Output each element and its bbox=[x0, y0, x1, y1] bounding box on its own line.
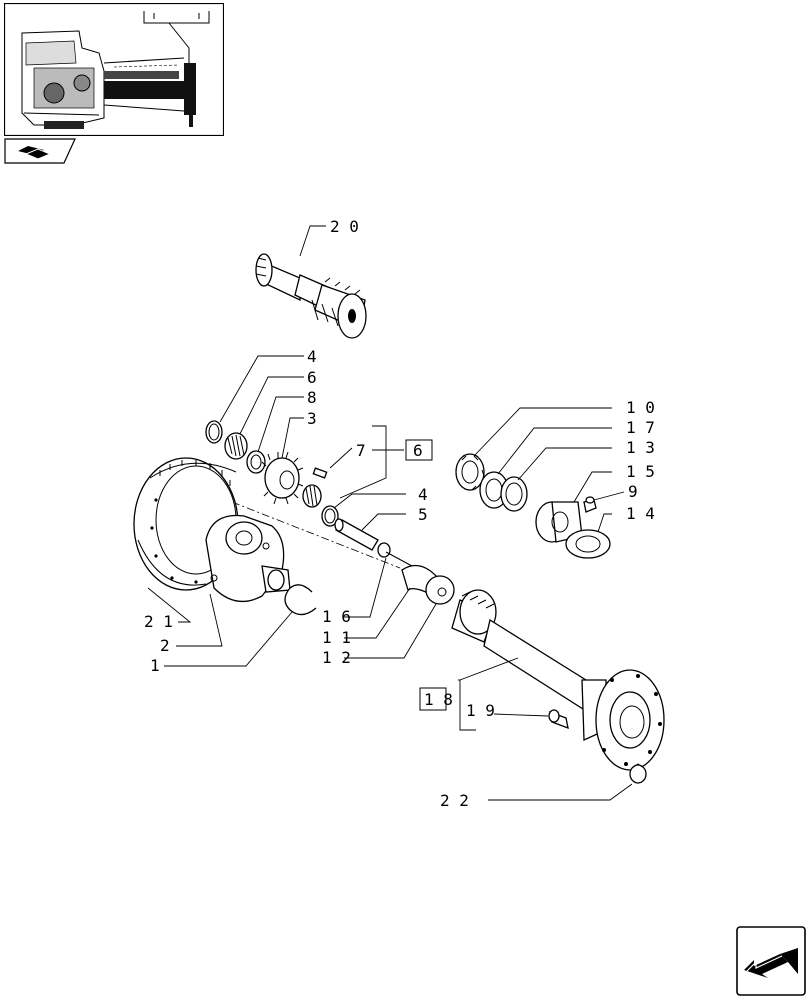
part-1-circlip bbox=[284, 584, 317, 616]
part-16-sleeve bbox=[377, 542, 413, 567]
part-9-grease-fitting bbox=[583, 496, 597, 513]
callout-4-lower: 4 bbox=[418, 485, 428, 504]
callout-20: 2 0 bbox=[330, 217, 359, 236]
callout-3: 3 bbox=[307, 409, 317, 428]
callout-5: 5 bbox=[418, 505, 428, 524]
part-4-snap-ring-upper bbox=[205, 420, 223, 444]
part-10-bearing-cage bbox=[455, 453, 485, 491]
part-6-needle-bearing-lower bbox=[302, 484, 322, 508]
part-13-seal-ring bbox=[500, 476, 528, 512]
part-5-pin bbox=[334, 518, 379, 551]
part-2-planet-carrier bbox=[205, 514, 291, 603]
part-15-bearing-housing bbox=[535, 501, 583, 543]
callout-19: 1 9 bbox=[466, 701, 495, 720]
callout-21: 2 1 bbox=[144, 612, 173, 631]
part-19-wheel-stud bbox=[548, 709, 569, 730]
callout-14: 1 4 bbox=[626, 504, 655, 523]
part-7-needle-pin bbox=[312, 467, 328, 479]
part-22-nut bbox=[629, 763, 647, 784]
callout-16: 1 6 bbox=[322, 607, 351, 626]
part-20-drive-shaft bbox=[255, 253, 367, 339]
callout-2: 2 bbox=[160, 636, 170, 655]
book-icon[interactable] bbox=[4, 138, 76, 164]
callout-15: 1 5 bbox=[626, 462, 655, 481]
part-14-oil-seal bbox=[565, 529, 611, 559]
part-8-spacer-ring bbox=[246, 450, 266, 474]
next-page-button[interactable] bbox=[736, 926, 806, 996]
part-3-planet-gear bbox=[261, 451, 304, 505]
callout-13: 1 3 bbox=[626, 438, 655, 457]
callout-6-boxed: 6 bbox=[413, 441, 423, 460]
callout-10: 1 0 bbox=[626, 398, 655, 417]
callout-12: 1 2 bbox=[322, 648, 351, 667]
callout-17: 1 7 bbox=[626, 418, 655, 437]
next-page-arrow-icon bbox=[736, 926, 806, 996]
callout-4-upper: 4 bbox=[307, 347, 317, 366]
callout-8: 8 bbox=[307, 388, 317, 407]
callout-labels: 2 0 4 6 8 3 7 6 4 5 1 0 1 7 1 3 1 5 9 1 … bbox=[144, 217, 655, 810]
leader-lines bbox=[147, 225, 633, 801]
callout-6-box bbox=[405, 439, 433, 461]
callout-22: 2 2 bbox=[440, 791, 469, 810]
callout-18-box bbox=[419, 687, 447, 711]
part-18-axle-shaft bbox=[451, 589, 665, 771]
part-4-snap-ring-lower bbox=[321, 505, 339, 527]
callout-11: 1 1 bbox=[322, 628, 351, 647]
part-12-washer bbox=[425, 575, 455, 605]
callout-18: 1 8 bbox=[424, 690, 453, 709]
callout-9: 9 bbox=[628, 482, 638, 501]
callout-7: 7 bbox=[356, 441, 366, 460]
callout-6: 6 bbox=[307, 368, 317, 387]
tractor-overview-thumbnail-icon bbox=[3, 2, 225, 137]
callout-1: 1 bbox=[150, 656, 160, 675]
assembly-overview-thumbnail[interactable] bbox=[3, 2, 225, 137]
part-6-needle-bearing-upper bbox=[224, 432, 248, 460]
